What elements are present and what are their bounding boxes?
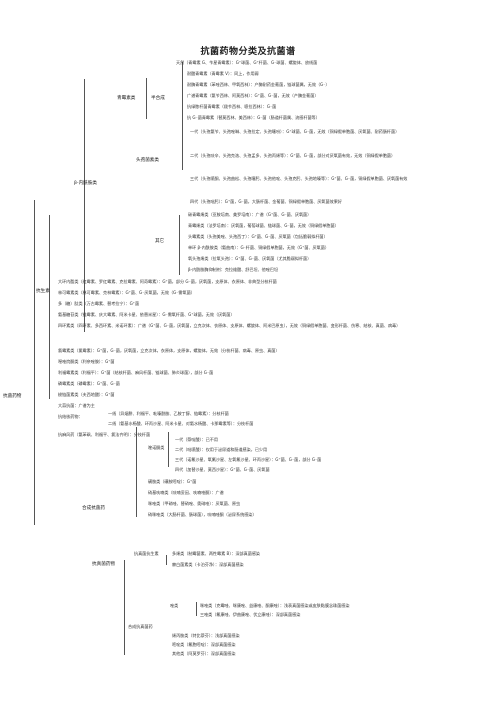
- fosfomycins: 磷霉素类（磷霉素）：G⁺菌、G⁻菌: [58, 381, 120, 386]
- lincosamides: 林可霉素类（林可霉素、克林霉素）：G⁺菌、G⁻厌氧菌，无效（G⁻需氧菌）: [58, 290, 195, 295]
- antifungal-label: 抗真菌药物: [92, 562, 115, 567]
- imidazoles: 咪唑类（克霉唑、咪康唑、益康唑、酮康唑）：浅表真菌感染或皮肤黏膜念珠菌感染: [200, 603, 350, 608]
- sulfonamides: 磺胺类（磺胺嘧啶）：G⁺菌: [148, 479, 197, 484]
- anti-tb-heading: 抗结核药物：: [58, 414, 83, 419]
- enzyme-resistant-penicillin: 耐酶青霉素（苯唑西林、甲氧西林）：产酶耐药金葡菌，链球菌属，无效（G⁻）: [187, 82, 330, 87]
- carbapenems: 碳青霉烯类（亚胺培南、美罗培南）：广谱（G⁺菌、G⁻菌、厌氧菌）: [188, 212, 312, 217]
- allylamines: 烯丙胺类（特比萘芬）：浅部真菌感染: [172, 633, 240, 638]
- glycopeptides: 多（糖）肽类（万古霉素、替考拉宁）：G⁺菌: [58, 301, 140, 306]
- pyrimidines: 嘧啶类（氟胞嘧啶）：深部真菌感染: [172, 642, 236, 647]
- ceph-gen4: 四代（头孢吡肟）：G⁺菌，G⁻菌，大肠杆菌、金葡菌、铜绿假单胞菌、厌氧菌效果好: [190, 199, 342, 204]
- echinocandins: 棘白菌素类（卡泊芬净）：深部真菌感染: [172, 562, 244, 567]
- antifungal-antibiotics-label: 抗真菌抗生素: [134, 551, 159, 556]
- quinolones-bracket: [168, 432, 169, 467]
- antifungal-bracket: [124, 560, 125, 655]
- anti-tb-second-line: 二线（氨基水杨酸、环丙沙星、阿米卡星、对氨水杨酸、卡那霉素等）：分枝杆菌: [108, 421, 254, 426]
- synthetic-bracket: [136, 427, 137, 517]
- ceph-gen2: 二代（头孢呋辛、头孢克洛、头孢孟多、头孢丙烯等）：G⁺菌、G⁻菌，部分对厌氧菌有…: [190, 153, 396, 158]
- anti-leprosy: 抗麻风药（氨苯砜、利福平、氯法齐明）：分枝杆菌: [58, 432, 151, 437]
- quinolone-gen2: 二代（吡哌酸）：仅用于泌尿道和肠道感染，已少用: [175, 447, 268, 452]
- nitrofurans: 硝基呋喃类（呋喃妥因、呋喃唑酮）：广谱: [148, 490, 224, 495]
- root-label: 抗菌药物: [3, 394, 22, 399]
- synthetic-label: 合成抗菌药: [82, 506, 105, 511]
- natural-penicillin: 天然（青霉素 G、苄星青霉素）：G⁺球菌、G⁺杆菌、G⁻球菌、螺旋体、放线菌: [176, 60, 318, 65]
- broad-spectrum-penicillin: 广谱青霉素（氨苄西林、阿莫西林）：G⁺菌、G⁻菌，无效（产酶金葡菌）: [187, 93, 319, 98]
- nitroimidazoles: 咪唑类（甲硝唑、替硝唑、奥硝唑）：厌氧菌、原虫: [148, 501, 241, 506]
- ceph-gen1: 一代（头孢氨苄、头孢唑啉、头孢拉定、头孢噻吩）：G⁺球菌、G⁻菌，无效（铜绿假单…: [190, 129, 400, 134]
- azoles-label: 唑类: [170, 603, 179, 608]
- rifamycins: 利福霉素类（利福平）：G⁺菌（结核杆菌、麻风杆菌、链球菌、肺炎球菌），部分 G⁻…: [58, 370, 214, 375]
- beta-lactamase-inhibitors: β-内酰胺酶抑制剂：克拉维酸、舒巴坦、他唑巴坦: [188, 267, 279, 272]
- beta-lactam-label: β-内酰胺类: [74, 181, 97, 186]
- tetracyclines: 四环素类（四环素、多西环素、米诺环素）：广谱（G⁺菌、G⁻菌，厌氧菌，立克次体、…: [58, 323, 401, 328]
- page-title: 抗菌药物分类及抗菌谱: [200, 47, 296, 57]
- quinolone-gen3: 三代（诺氟沙星、氧氟沙星、左氧氟沙星、环丙沙星）：G⁺菌、G⁻菌，部分 G⁻菌: [175, 457, 322, 462]
- antibiotics-bracket: [49, 215, 50, 399]
- chloramphenicols: 氯霉素类（氯霉素）：G⁺菌，G⁻菌，厌氧菌，立克次体，衣原体，支原体，螺旋体，无…: [58, 348, 280, 353]
- polyenes: 多烯类（制霉菌素、两性霉素 B）：深部真菌感染: [172, 551, 261, 556]
- antifungal-antibiotic-bracket: [166, 555, 167, 565]
- synthetic-antifungal-label: 合成抗真菌药: [128, 624, 153, 629]
- quinolone-gen1: 一代（萘啶酸）：已不用: [175, 437, 218, 442]
- others-label: 其它: [155, 239, 165, 244]
- ceph-gen3: 三代（头孢哌酮、头孢曲松、头孢噻肟、头孢他啶、头孢克肟、头孢地嗪等）：G⁺菌、G…: [190, 176, 408, 181]
- penicillins-label: 青霉素类: [117, 96, 136, 101]
- cephalosporins-label: 头孢菌素类: [136, 158, 159, 163]
- penicillins-bracket: [146, 78, 147, 119]
- nitroimidazole-note: 硝咪唑类（大肠杆菌、肠球菌），呋喃唑酮（泌尿系统感染）: [148, 512, 257, 517]
- garlic-antibacterial: 大蒜抗菌：广谱为主: [58, 403, 95, 408]
- oxazolidinones: 噁唑烷酮类（利奈唑胺）：G⁺菌: [58, 359, 115, 364]
- macrolides: 大环内酯类（红霉素、罗红霉素、克拉霉素、阿奇霉素）：G⁺菌，部分 G⁻菌，厌氧菌…: [58, 279, 277, 284]
- triazoles: 三唑类（氟康唑、伊曲康唑、伏立康唑）：深部真菌感染: [200, 612, 301, 617]
- semi-synthetic-label: 半合成: [151, 96, 165, 101]
- root-bracket: [34, 200, 35, 525]
- anti-pseudomonas-penicillin: 抗绿脓杆菌青霉素（羧苄西林、哌拉西林）：G⁻菌: [187, 104, 277, 109]
- antibiotics-label: 抗生素: [36, 289, 50, 294]
- anti-tb-first-line: 一线（异烟肼、利福平、吡嗪酰胺、乙胺丁醇、链霉素）：分枝杆菌: [108, 411, 229, 416]
- fusidanes: 梭链菌素类（夫西地酸）：G⁺菌: [58, 392, 115, 397]
- penems: 青霉烯类（法罗培南）：厌氧菌，葡萄球菌、链球菌、G⁻菌，无效（铜绿假单胞菌）: [188, 223, 339, 228]
- anti-gram-negative-penicillin: 抗 G⁻菌青霉素（替莫西林、美西林）：G⁻菌（肠道杆菌属、流感杆菌等）: [187, 115, 320, 120]
- azoles-bracket: [196, 602, 197, 616]
- other-antifungals: 其他类（阿莫罗芬）：深部真菌感染: [172, 651, 236, 656]
- oxacephems: 氧头孢烯类（拉氧头孢）：G⁺菌、G⁻菌、厌氧菌（尤其脆弱拟杆菌）: [188, 256, 312, 261]
- quinolones-label: 喹诺酮类: [148, 445, 165, 450]
- cephalosporins-bracket: [182, 62, 183, 170]
- acid-resistant-penicillin: 耐酸青霉素（青霉素 V）：同上，作用弱: [187, 71, 259, 76]
- beta-lactam-bracket: [84, 79, 85, 332]
- others-bracket: [179, 215, 180, 275]
- aminoglycosides: 氨基糖苷类（链霉素、庆大霉素、阿米卡星、依替米星）：G⁻需氧杆菌、G⁺球菌，无效…: [58, 312, 235, 317]
- quinolone-gen4: 四代（加替沙星、莫西沙星）：G⁺菌、G⁻菌、厌氧菌: [175, 467, 270, 472]
- monobactams: 单环 β-内酰胺类（氨曲南）：G⁻杆菌、铜绿假单胞菌，无效（G⁺菌、厌氧菌）: [188, 245, 329, 250]
- cephamycins: 头霉素类（头孢美唑、头孢西丁）：G⁺菌、G⁻菌、厌氧菌（包括脆弱拟杆菌）: [188, 234, 328, 239]
